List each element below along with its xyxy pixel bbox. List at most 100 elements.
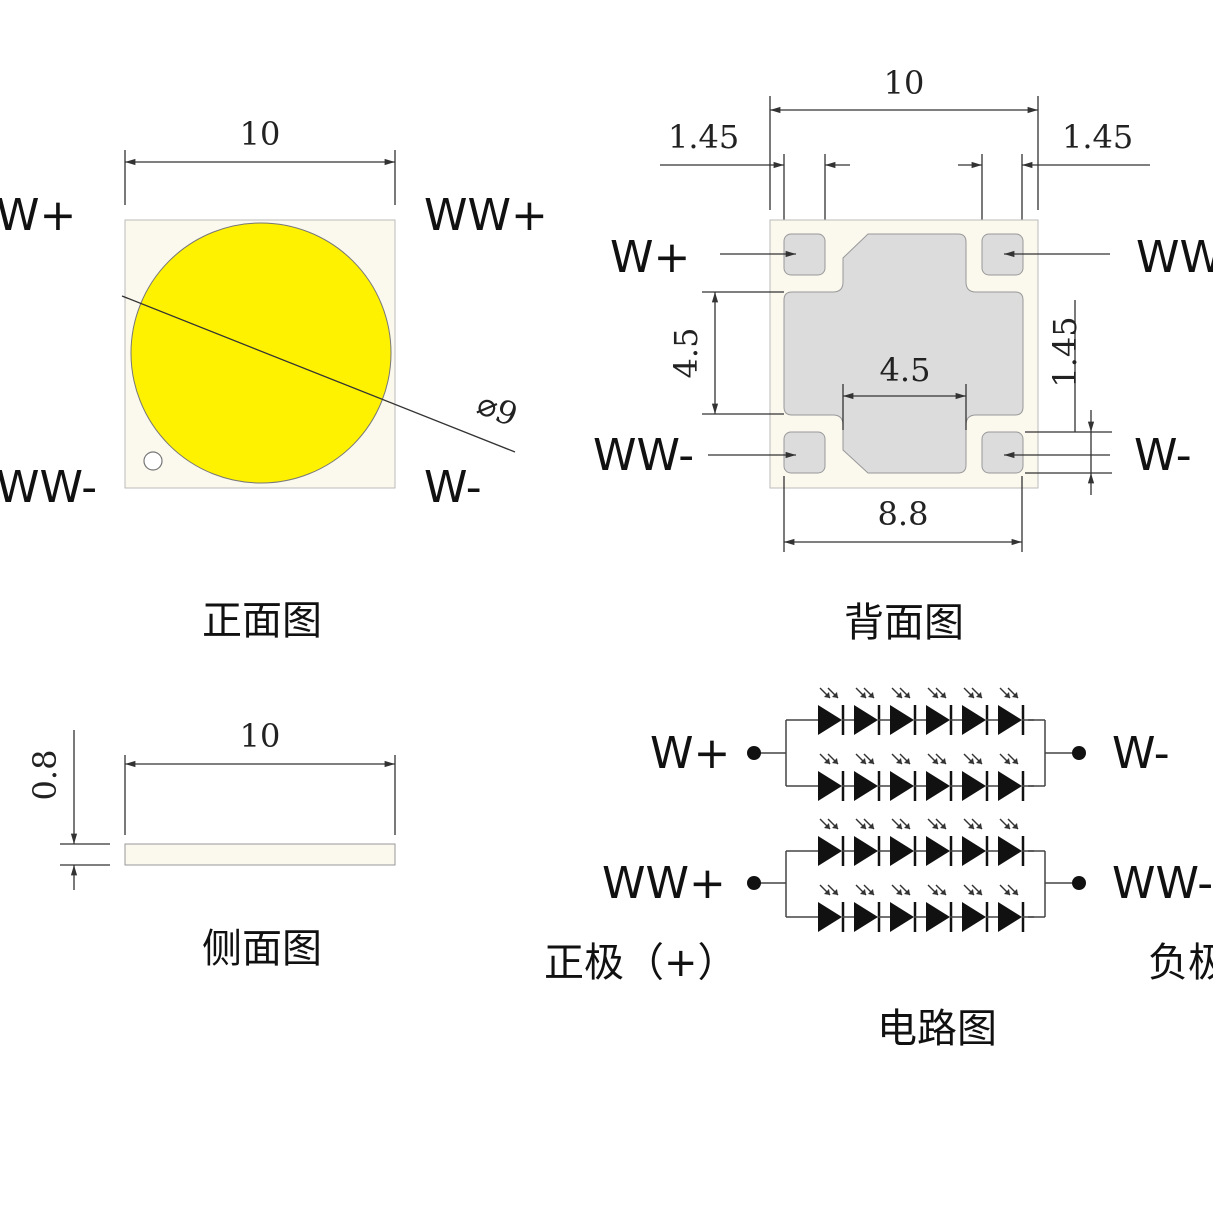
back-bottom-span-dim: 8.8 bbox=[878, 495, 929, 533]
node-w-plus bbox=[747, 746, 761, 760]
back-label-ww-minus: WW- bbox=[593, 430, 694, 481]
emission-arrow-head bbox=[976, 692, 982, 698]
side-view: 10 0.8 侧面图 bbox=[26, 717, 396, 972]
emission-arrow-head bbox=[832, 889, 838, 895]
led-diode-icon bbox=[890, 836, 914, 866]
led-diode-icon bbox=[962, 771, 986, 801]
led-diode-icon bbox=[998, 902, 1022, 932]
emission-arrow-head bbox=[868, 758, 874, 764]
emission-arrow-head bbox=[976, 823, 982, 829]
emission-arrow-head bbox=[932, 692, 938, 698]
emission-arrow-head bbox=[832, 692, 838, 698]
front-label-ww-minus: WW- bbox=[0, 462, 97, 513]
led-diode-icon bbox=[962, 836, 986, 866]
led-diode-icon bbox=[962, 705, 986, 735]
side-body bbox=[124, 843, 396, 866]
emission-arrow-head bbox=[1004, 823, 1010, 829]
back-center-height-dim: 4.5 bbox=[667, 328, 705, 379]
back-label-w-plus: W+ bbox=[610, 232, 690, 283]
emission-arrow-head bbox=[860, 758, 866, 764]
led-diode-icon bbox=[890, 902, 914, 932]
emission-arrow-head bbox=[896, 758, 902, 764]
emission-arrow-head bbox=[832, 758, 838, 764]
emission-arrow-head bbox=[1012, 758, 1018, 764]
side-thickness-dim: 0.8 bbox=[26, 750, 64, 801]
emission-arrow-head bbox=[904, 758, 910, 764]
emission-arrow-head bbox=[932, 889, 938, 895]
led-diode-icon bbox=[926, 836, 950, 866]
emission-arrow-head bbox=[824, 692, 830, 698]
circuit-label-ww-minus: WW- bbox=[1112, 858, 1213, 909]
emission-arrow-head bbox=[868, 889, 874, 895]
led-diode-icon bbox=[926, 771, 950, 801]
emission-arrow-head bbox=[868, 823, 874, 829]
circuit: W+ W- WW+ WW- 正极（+） 负极 电路图 bbox=[544, 687, 1213, 1052]
emission-arrow-head bbox=[968, 823, 974, 829]
emission-arrow-head bbox=[860, 692, 866, 698]
back-label-w-minus: W- bbox=[1134, 430, 1192, 481]
emission-arrow-head bbox=[860, 889, 866, 895]
circuit-caption: 电路图 bbox=[877, 1006, 997, 1052]
back-caption: 背面图 bbox=[844, 600, 964, 646]
led-diode-icon bbox=[818, 705, 842, 735]
front-polarity-mark bbox=[143, 451, 163, 471]
emission-arrow-head bbox=[932, 758, 938, 764]
back-pad-left-dim: 1.45 bbox=[668, 118, 739, 156]
led-diode-icon bbox=[818, 902, 842, 932]
emission-arrow-head bbox=[976, 889, 982, 895]
emission-arrow-head bbox=[824, 889, 830, 895]
emission-arrow-head bbox=[968, 758, 974, 764]
node-w-minus bbox=[1072, 746, 1086, 760]
front-emitter bbox=[130, 222, 392, 484]
emission-arrow-head bbox=[824, 758, 830, 764]
emission-arrow-head bbox=[868, 692, 874, 698]
back-width-dim: 10 bbox=[884, 64, 925, 102]
emission-arrow-head bbox=[976, 758, 982, 764]
emission-arrow-head bbox=[1004, 889, 1010, 895]
emission-arrow-head bbox=[904, 889, 910, 895]
front-diameter-dim: ⌀9 bbox=[472, 384, 523, 434]
front-label-ww-plus: WW+ bbox=[424, 190, 548, 241]
back-center-pad bbox=[783, 233, 1024, 474]
emission-arrow-head bbox=[968, 692, 974, 698]
emission-arrow-head bbox=[832, 823, 838, 829]
emission-arrow-head bbox=[896, 889, 902, 895]
led-diode-icon bbox=[854, 771, 878, 801]
emission-arrow-head bbox=[896, 823, 902, 829]
node-ww-minus bbox=[1072, 876, 1086, 890]
emission-arrow-head bbox=[904, 692, 910, 698]
emission-arrow-head bbox=[1004, 692, 1010, 698]
led-diode-icon bbox=[818, 836, 842, 866]
emission-arrow-head bbox=[932, 823, 938, 829]
emission-arrow-head bbox=[940, 889, 946, 895]
emission-arrow-head bbox=[1012, 823, 1018, 829]
led-diode-icon bbox=[854, 902, 878, 932]
front-label-w-plus: W+ bbox=[0, 190, 76, 241]
led-diode-icon bbox=[818, 771, 842, 801]
led-diode-icon bbox=[890, 771, 914, 801]
back-center-width-dim: 4.5 bbox=[880, 351, 931, 389]
circuit-positive-label: 正极（+） bbox=[544, 940, 738, 986]
led-diode-icon bbox=[926, 902, 950, 932]
side-caption: 侧面图 bbox=[202, 926, 322, 972]
led-diode-icon bbox=[962, 902, 986, 932]
led-diode-icon bbox=[998, 836, 1022, 866]
emission-arrow-head bbox=[940, 758, 946, 764]
front-label-w-minus: W- bbox=[424, 462, 482, 513]
back-pad-height-dim: 1.45 bbox=[1046, 316, 1084, 387]
emission-arrow-head bbox=[896, 692, 902, 698]
led-diode-icon bbox=[998, 705, 1022, 735]
circuit-label-w-minus: W- bbox=[1112, 728, 1170, 779]
emission-arrow-head bbox=[860, 823, 866, 829]
led-diode-icon bbox=[998, 771, 1022, 801]
circuit-negative-label: 负极 bbox=[1148, 940, 1213, 986]
emission-arrow-head bbox=[1012, 692, 1018, 698]
back-pad-bottom-right bbox=[981, 431, 1024, 474]
back-label-ww: WW bbox=[1136, 232, 1213, 283]
emission-arrow-head bbox=[1004, 758, 1010, 764]
back-pad-right-dim: 1.45 bbox=[1062, 118, 1133, 156]
back-pad-bottom-left bbox=[783, 431, 826, 474]
led-diode-icon bbox=[854, 705, 878, 735]
led-diode-icon bbox=[854, 836, 878, 866]
front-view: 10 ⌀9 W+ WW+ WW- W- 正面图 bbox=[0, 115, 548, 644]
